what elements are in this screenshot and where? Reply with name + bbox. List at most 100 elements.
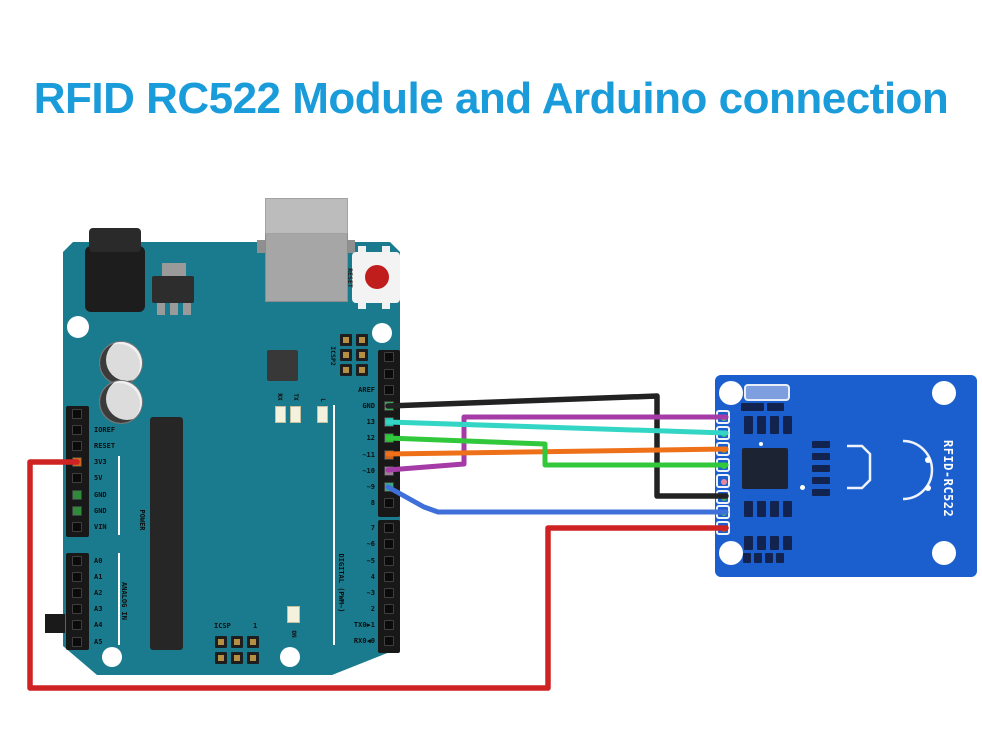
reset-button-tab <box>382 246 390 253</box>
pin-label-~3: ~3 <box>366 588 375 597</box>
pin-pad-3V3[interactable] <box>72 457 82 468</box>
pin-label-GND: GND <box>94 490 107 499</box>
rfid-pin-pad[interactable] <box>716 441 730 456</box>
rx-led <box>275 406 286 423</box>
pin-pad-13[interactable] <box>384 417 394 428</box>
rfid-pin-dot <box>721 446 727 453</box>
pin-pad-7[interactable] <box>384 523 394 534</box>
gnd-black-wire <box>385 393 729 499</box>
pin-pad-8[interactable] <box>384 498 394 509</box>
reset-button-cap[interactable] <box>365 265 389 289</box>
icsp2-pin <box>356 364 368 376</box>
pin-pad-VIN[interactable] <box>72 521 82 532</box>
pin-label-3V3: 3V3 <box>94 458 107 467</box>
rfid-pin-pad[interactable] <box>716 425 730 440</box>
pin9-blue-wire <box>385 484 729 515</box>
crystal-oscillator <box>744 384 790 401</box>
usb-port-flange <box>257 240 266 253</box>
rfid-pin-pad[interactable] <box>716 473 730 488</box>
pin-pad-~6[interactable] <box>384 539 394 550</box>
pin-pad-~11[interactable] <box>384 449 394 460</box>
pin-pad-AREF[interactable] <box>384 384 394 395</box>
pin-pad-GND[interactable] <box>72 505 82 516</box>
pin-label-VIN: VIN <box>94 522 107 531</box>
pin-label-A0: A0 <box>94 557 103 565</box>
icsp2-pin <box>356 349 368 361</box>
pin-pad-5V[interactable] <box>72 473 82 484</box>
pin-pad-A3[interactable] <box>72 604 82 615</box>
rfid-hole <box>932 381 956 405</box>
smd-component <box>757 501 766 517</box>
pin-pad-RX0◀0[interactable] <box>384 636 394 646</box>
rfid-pin-dot <box>721 510 727 517</box>
mounting-hole <box>67 316 89 338</box>
regulator-leg <box>183 303 191 315</box>
rfid-pin-pad[interactable] <box>716 521 730 536</box>
pin-pad-RESET[interactable] <box>72 441 82 452</box>
pin-pad-nc[interactable] <box>384 352 394 363</box>
rfid-pin-pad[interactable] <box>716 489 730 504</box>
smd-component <box>744 416 753 434</box>
rfid-pin-pad[interactable] <box>716 457 730 472</box>
smd-component <box>770 416 779 434</box>
pin-label-A1: A1 <box>94 573 103 582</box>
antenna-dot <box>925 457 931 463</box>
pin-pad-2[interactable] <box>384 603 394 614</box>
pin-pad-A5[interactable] <box>72 636 82 647</box>
rfid-hole <box>719 541 743 565</box>
smd-component <box>812 465 830 472</box>
pin-label-A2: A2 <box>94 589 103 598</box>
smd-component <box>812 441 830 448</box>
on-label: ON <box>290 630 297 638</box>
smd-component <box>776 553 784 563</box>
pin-pad-A0[interactable] <box>72 556 82 566</box>
pin-label-RX0◀0: RX0◀0 <box>353 637 375 645</box>
icsp-pin <box>231 636 243 648</box>
dc-jack-top <box>89 228 141 252</box>
antenna-dot <box>925 485 931 491</box>
pin-pad-~9[interactable] <box>384 482 394 492</box>
pin-pad-nc[interactable] <box>384 368 394 379</box>
pin-label-GND: GND <box>94 506 107 515</box>
icsp2-pin <box>356 334 368 346</box>
mounting-hole <box>102 647 122 667</box>
pin-label-12: 12 <box>366 434 375 443</box>
pin-label-~9: ~9 <box>366 483 375 491</box>
pin-pad-12[interactable] <box>384 433 394 444</box>
pin-pad-A1[interactable] <box>72 572 82 583</box>
pin-pad-~3[interactable] <box>384 587 394 598</box>
pin-pad-IOREF[interactable] <box>72 425 82 436</box>
pin-pad-4[interactable] <box>384 571 394 582</box>
analog-header[interactable] <box>66 553 89 650</box>
pin11-orange-wire <box>385 446 729 457</box>
smd-component <box>812 477 830 484</box>
rc522-chip <box>742 448 788 489</box>
pin-label-A3: A3 <box>94 605 103 614</box>
tx-led <box>290 406 301 423</box>
pin-label-8: 8 <box>370 499 375 508</box>
rfid-pin-pad[interactable] <box>716 505 730 520</box>
rx-label: RX <box>276 393 283 401</box>
dc-jack <box>85 246 145 312</box>
rfid-pin-dot <box>721 430 727 437</box>
icsp-pin <box>247 636 259 648</box>
pin-pad-GND[interactable] <box>72 489 82 500</box>
pin-pad-TX0▶1[interactable] <box>384 619 394 630</box>
usb-port-body <box>265 232 348 302</box>
icsp-pin <box>247 652 259 664</box>
pin-pad-GND[interactable] <box>384 401 394 411</box>
pin-pad-A4[interactable] <box>72 620 82 631</box>
pin-pad-nc[interactable] <box>72 409 82 419</box>
rfid-pin-pad[interactable] <box>716 410 730 424</box>
rfid-pin-dot <box>721 478 727 485</box>
pin-pad-~5[interactable] <box>384 555 394 566</box>
pin-label-AREF: AREF <box>358 385 375 394</box>
pin-pad-A2[interactable] <box>72 588 82 599</box>
on-led <box>287 606 300 623</box>
board-dot <box>800 485 805 490</box>
pin-pad-~10[interactable] <box>384 465 394 476</box>
pin-label-TX0▶1: TX0▶1 <box>353 620 375 629</box>
pin-label-4: 4 <box>370 572 375 581</box>
pin12-green-wire <box>385 435 729 468</box>
